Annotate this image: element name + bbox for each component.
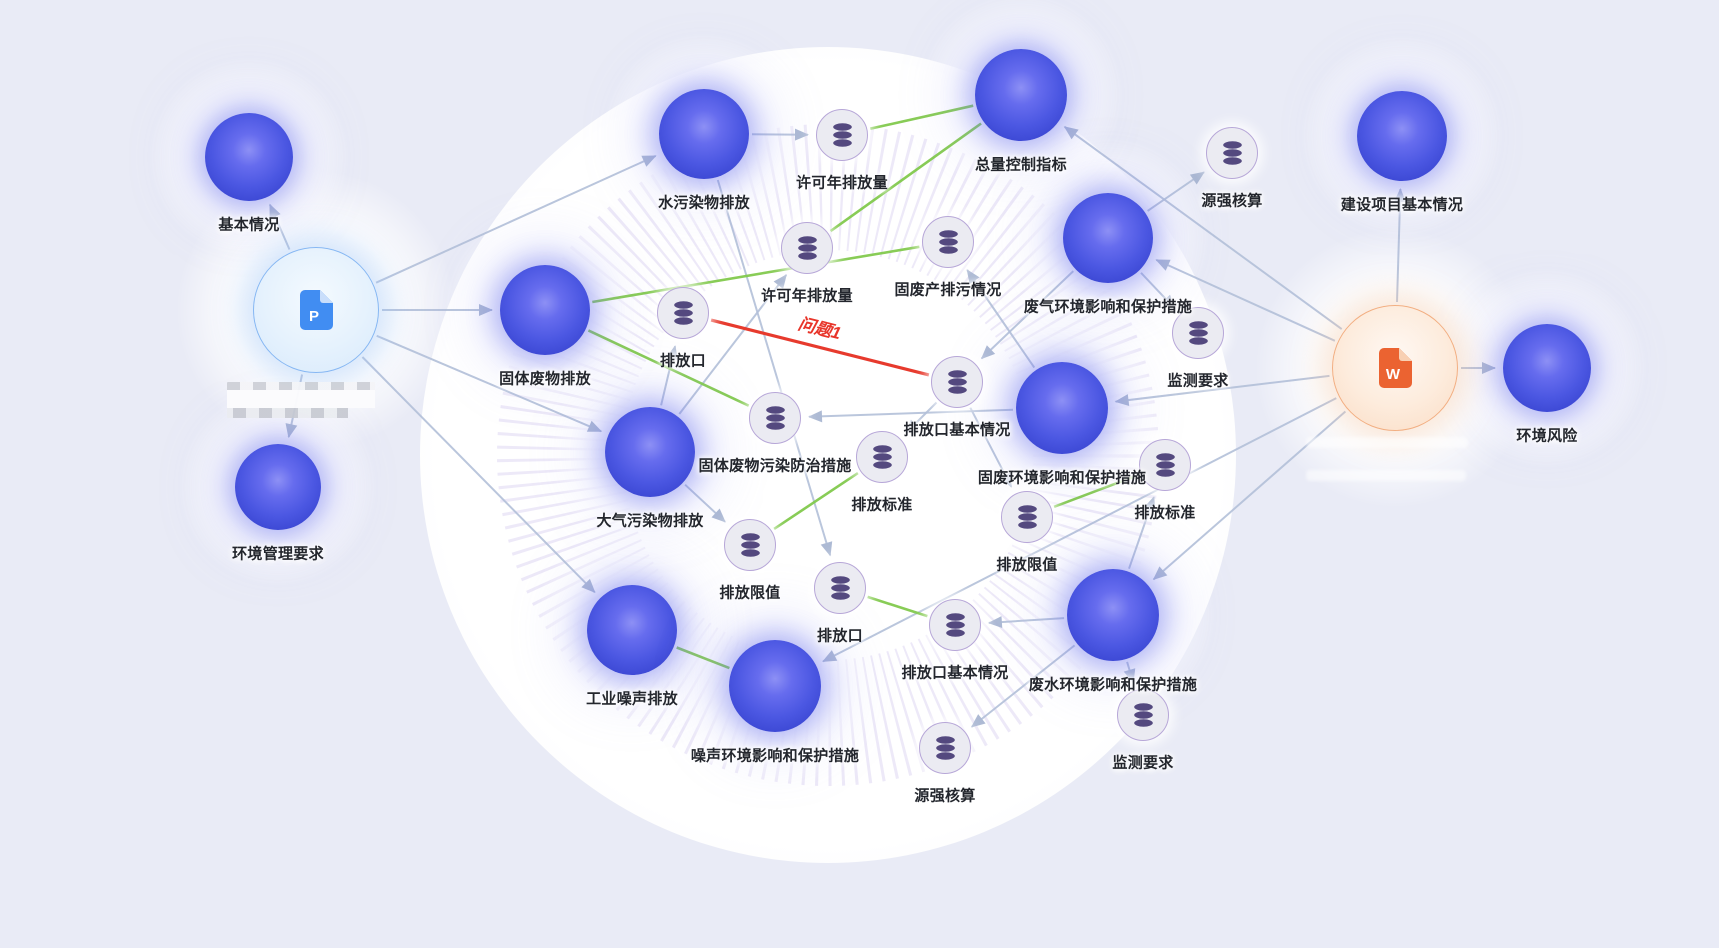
edge-link-gas-protect-source-calc-1: [1147, 171, 1205, 212]
pdf-file-icon: P: [300, 290, 333, 330]
node-white-glow: [150, 58, 348, 256]
entity-node-env-mgmt[interactable]: [235, 444, 321, 530]
edge-link-word-doc-project-basic: [1394, 188, 1407, 303]
node-label-env-risk: 环境风险: [1516, 427, 1578, 445]
node-white-glow: [1448, 269, 1646, 467]
word-file-icon: W: [1379, 348, 1412, 388]
svg-text:P: P: [309, 308, 319, 325]
redacted-label: [1306, 437, 1468, 448]
entity-node-env-risk[interactable]: [1503, 324, 1591, 412]
document-node-word-doc[interactable]: W: [1332, 305, 1458, 431]
node-label-env-mgmt: 环境管理要求: [232, 545, 324, 563]
node-white-glow: [1302, 36, 1502, 236]
node-label-monitor-req-2: 监测要求: [1112, 754, 1174, 772]
document-node-pdf-doc[interactable]: P: [253, 247, 379, 373]
attribute-node-source-calc-1[interactable]: [1206, 127, 1258, 179]
database-icon: [1222, 140, 1242, 165]
entity-node-project-basic[interactable]: [1357, 91, 1447, 181]
edge-link-pdf-doc-basic-info: [268, 203, 291, 250]
node-label-project-basic: 建设项目基本情况: [1340, 196, 1464, 214]
node-label-source-calc-1: 源强核算: [1201, 192, 1263, 210]
node-white-glow: [180, 389, 376, 585]
edge-link-pdf-doc-env-mgmt: [285, 374, 304, 439]
canvas-highlight-circle: [420, 47, 1236, 863]
node-label-basic-info: 基本情况: [218, 216, 280, 234]
redacted-label: [227, 382, 375, 418]
svg-text:W: W: [1386, 366, 1401, 383]
entity-node-basic-info[interactable]: [205, 113, 293, 201]
node-white-glow: [1257, 230, 1533, 506]
node-white-glow: [178, 172, 454, 448]
redacted-label: [1306, 470, 1466, 481]
